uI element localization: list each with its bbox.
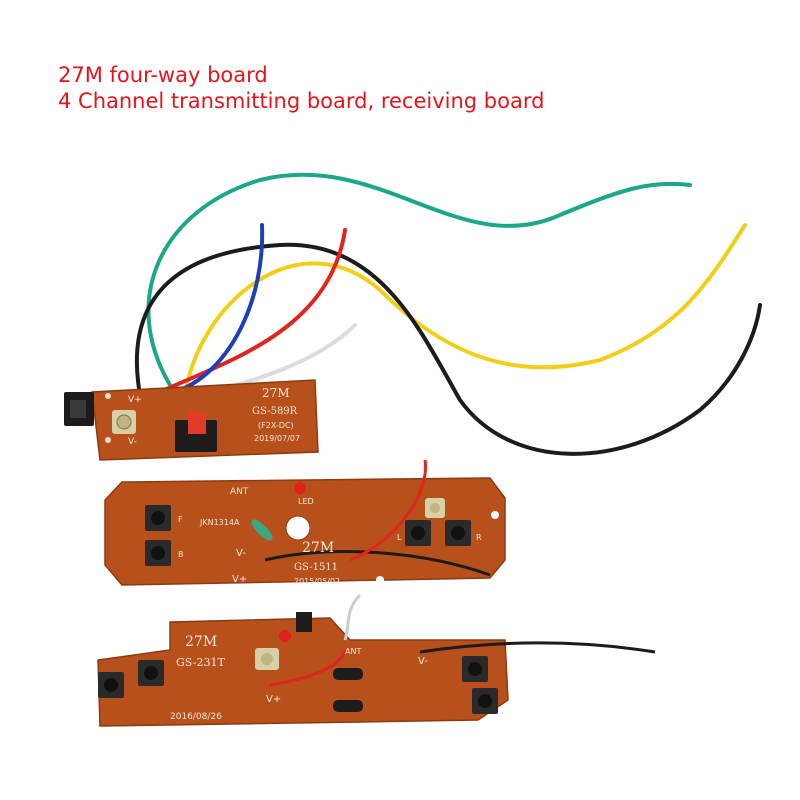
rx-part: GS-589R [252, 406, 298, 417]
transmitter-board-4ch: ANT LED JKN1314A 27M GS-1511 2015/05/02 … [104, 459, 506, 586]
tx4-vplus: V+ [232, 574, 247, 585]
caption-line-2: 4 Channel transmitting board, receiving … [58, 89, 545, 113]
tx4-key-l: L [397, 533, 402, 542]
rx-date: 2019/07/07 [254, 434, 300, 443]
wire-yellow [183, 223, 747, 397]
wire-green [146, 172, 692, 387]
tx2-vplus: V+ [266, 694, 281, 705]
transistor [296, 612, 312, 632]
slide-switch [175, 420, 217, 452]
wire-blue [178, 223, 265, 392]
wire-red [158, 228, 347, 394]
transmitter-board-2ch: 27M GS-231T 2016/08/26 V+ V- ANT [97, 593, 656, 727]
diode-2 [333, 700, 363, 712]
tx4-date: 2015/05/02 [294, 577, 340, 586]
led [294, 482, 306, 494]
inductor [251, 519, 273, 541]
rx-sub: (F2X-DC) [258, 421, 294, 430]
tx4-key-r: R [476, 533, 482, 542]
tx2-ant: ANT [345, 647, 361, 656]
tx4-model: 27M [302, 540, 334, 556]
receiver-board: 27M GS-589R (F2X-DC) 2019/07/07 V+ V- [64, 379, 319, 461]
tx2-date: 2016/08/26 [170, 712, 222, 722]
tx2-model: 27M [185, 634, 217, 650]
tx4-led: LED [298, 497, 314, 506]
tx4-vminus: V- [236, 548, 246, 559]
caption-line-1: 27M four-way board [58, 63, 268, 87]
rx-model: 27M [262, 386, 290, 400]
tx4-key-f: F [178, 515, 183, 524]
tx2-part: GS-231T [176, 656, 225, 669]
tx4-code: JKN1314A [199, 518, 240, 527]
mount-hole [285, 515, 311, 541]
tx4-part: GS-1511 [294, 562, 338, 573]
tx2-led [279, 630, 291, 642]
diode-1 [333, 668, 363, 680]
tx2-vminus: V- [418, 656, 428, 667]
wire-black-long [134, 242, 762, 456]
rx-vminus: V- [128, 437, 137, 447]
tx4-key-b: B [178, 550, 184, 559]
tx4-ant: ANT [230, 487, 249, 497]
rx-vplus: V+ [128, 395, 142, 405]
